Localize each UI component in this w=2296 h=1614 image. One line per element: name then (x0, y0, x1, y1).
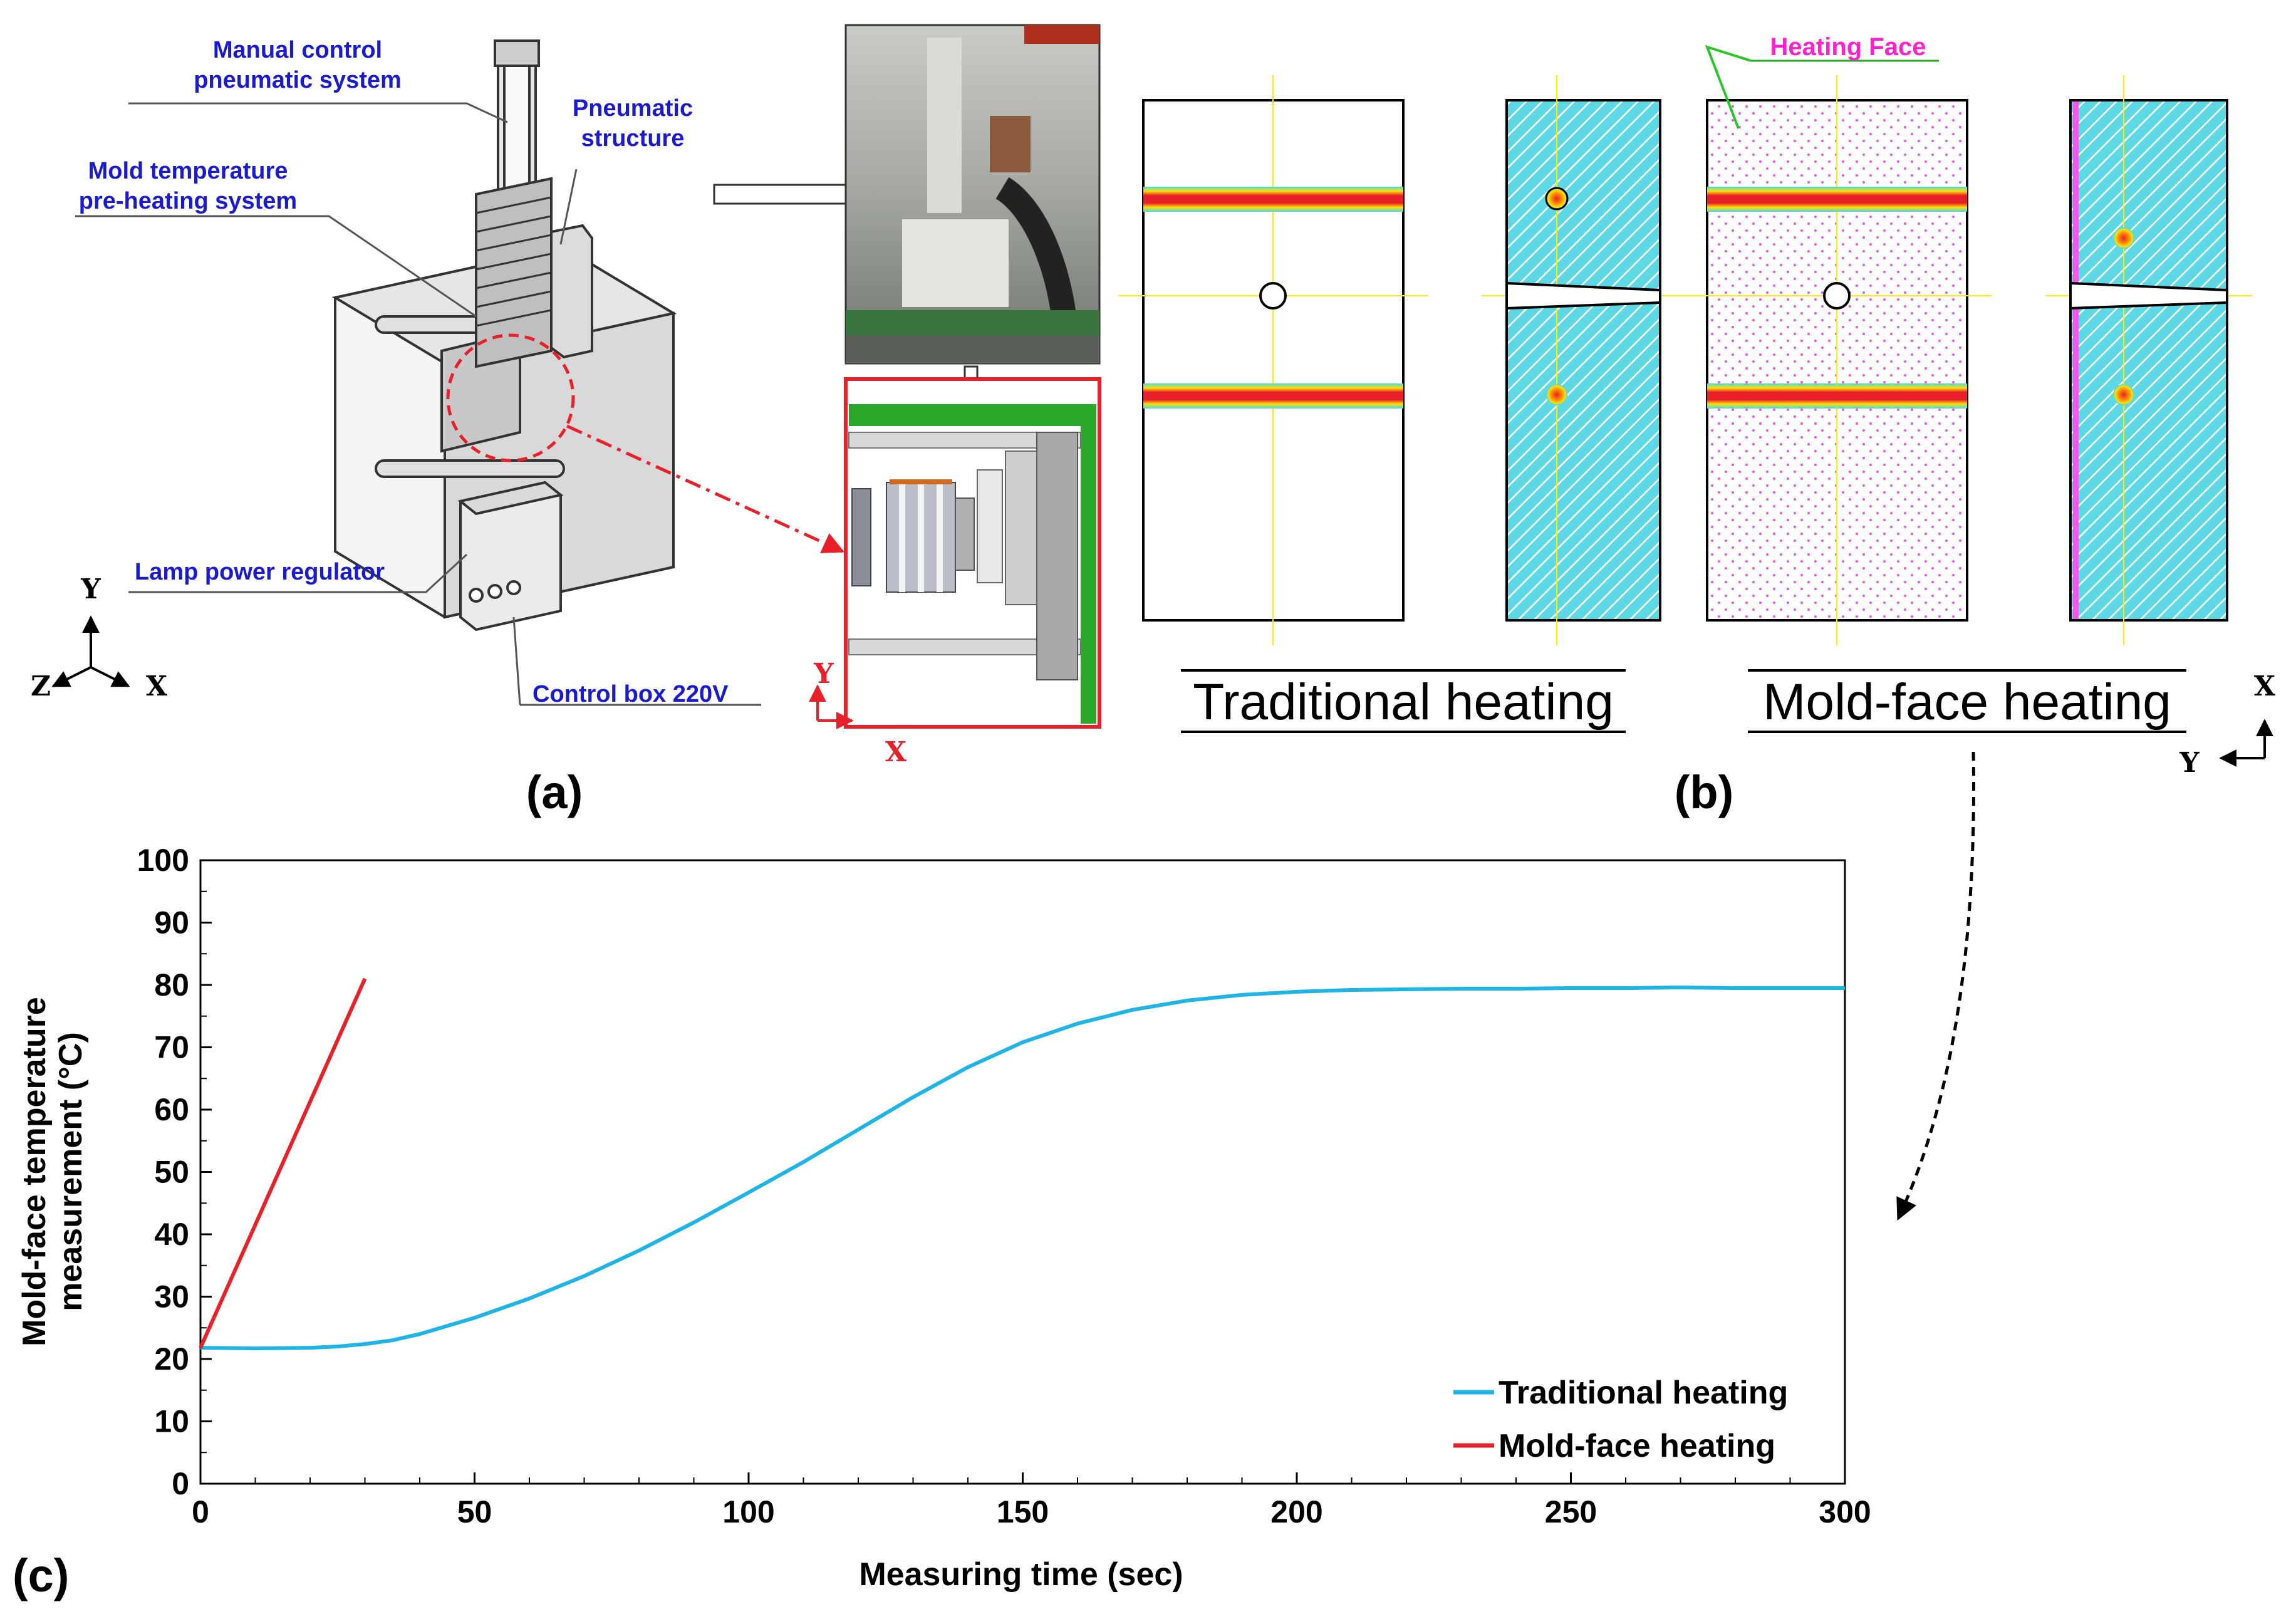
y-tick-label: 90 (154, 905, 189, 940)
x-tick-label: 0 (192, 1494, 209, 1529)
panel-label-a: (a) (526, 766, 583, 818)
y-tick-label: 80 (154, 967, 189, 1002)
legend-label-traditional: Traditional heating (1499, 1375, 1788, 1411)
x-tick-label: 300 (1819, 1494, 1871, 1529)
heater-spot (2113, 227, 2134, 249)
x-axis-title: Measuring time (sec) (859, 1556, 1183, 1593)
y-axis-title-line2: measurement (°C) (53, 1032, 89, 1311)
inset-zoom (844, 377, 1101, 729)
heater-band (1143, 383, 1403, 409)
axis-x-label: X (146, 670, 168, 702)
panel-label-c: (c) (13, 1549, 69, 1601)
sensor-hole (1823, 282, 1851, 310)
sensor-hole (1259, 282, 1287, 310)
y-tick-label: 60 (154, 1092, 189, 1127)
to-chart-arrow (1896, 751, 1975, 1221)
heater-band (1707, 383, 1967, 409)
heater-spot (1545, 187, 1569, 211)
heater-spot (1546, 384, 1567, 405)
x-tick-label: 50 (457, 1494, 492, 1529)
traditional-side-plate (1482, 75, 1685, 645)
traditional-caption: Traditional heating (1193, 674, 1614, 731)
x-tick-label: 150 (997, 1494, 1049, 1529)
moldface-side-plate (2045, 75, 2252, 645)
y-tick-label: 10 (154, 1404, 189, 1439)
axis-z-label: Z (31, 670, 51, 702)
y-tick-label: 20 (154, 1341, 189, 1377)
y-tick-label: 50 (154, 1155, 189, 1190)
panel-a: Manual control pneumatic system Mold tem… (31, 24, 1101, 818)
heater-band (1143, 187, 1403, 212)
panel-b-axis-x-label: X (2254, 670, 2276, 702)
y-axis-title-line1: Mold-face temperature (16, 997, 53, 1346)
panel-c: 0 10 20 30 40 50 60 70 80 90 100 0 50 100 150 200 250 300… (13, 843, 1871, 1601)
label-pneumatic-1: Pneumatic (573, 95, 693, 122)
panel-b-axis-indicator (2219, 719, 2273, 767)
moldface-front-plate (1682, 75, 1992, 645)
heating-face-leader (1705, 44, 1752, 129)
label-mold-temp-2: pre-heating system (79, 188, 297, 214)
chart-layer: 0 10 20 30 40 50 60 70 80 90 100 0 50 100 150 200 250 300 (137, 843, 1871, 1529)
y-tick-label: 70 (154, 1030, 189, 1065)
panel-b-axis-y-label: Y (2179, 747, 2200, 779)
inset-axis-x-label: X (885, 736, 907, 768)
series-line-traditional (200, 986, 1845, 1351)
x-tick-label: 250 (1545, 1494, 1597, 1529)
panel-b: Heating Face Traditional heating Mold-fa… (1118, 33, 2276, 1221)
legend-label-moldface: Mold-face heating (1499, 1428, 1775, 1464)
traditional-front-plate (1118, 75, 1428, 645)
moldface-caption: Mold-face heating (1763, 674, 2171, 731)
label-control-box: Control box 220V (532, 681, 729, 707)
inset-axis-indicator (809, 684, 854, 729)
label-pneumatic-2: structure (581, 125, 685, 152)
inset-axis-y-label: Y (813, 658, 834, 690)
label-mold-temp-1: Mold temperature (88, 158, 288, 184)
series-line-moldface (199, 977, 367, 1349)
axis-indicator-3d (51, 615, 130, 687)
panel-label-b: (b) (1675, 766, 1734, 818)
axis-y-label: Y (80, 573, 101, 605)
y-tick-label: 0 (172, 1466, 189, 1501)
x-tick-label: 200 (1270, 1494, 1322, 1529)
machine-photo (844, 24, 1101, 365)
legend: Traditional heating Mold-face heating (1453, 1375, 1788, 1464)
heater-band (1707, 187, 1967, 212)
label-lamp-power: Lamp power regulator (135, 559, 385, 585)
heating-face-label: Heating Face (1770, 33, 1926, 61)
inset-pointer-arrow (566, 424, 845, 553)
x-tick-label: 100 (722, 1494, 774, 1529)
y-tick-label: 40 (154, 1217, 189, 1252)
y-tick-label: 30 (154, 1279, 189, 1315)
label-manual-control-2: pneumatic system (194, 67, 402, 93)
highlight-circle (446, 333, 575, 462)
leader-lines (75, 102, 761, 706)
y-tick-label: 100 (137, 843, 189, 878)
label-manual-control-1: Manual control (213, 37, 382, 63)
heater-spot (2113, 384, 2134, 405)
